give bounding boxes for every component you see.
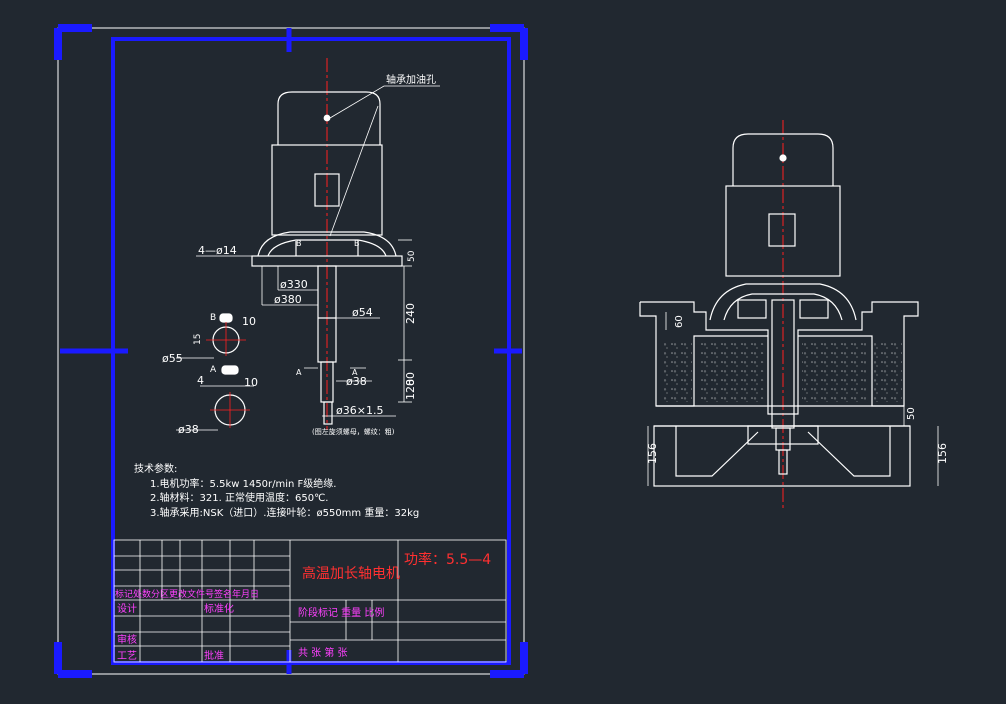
d38-small-label: ø38 <box>178 423 199 436</box>
motor-annotations: 轴承加油孔 4—ø14 ø330 ø380 ø54 ø38 ø36×1.5 B … <box>198 73 436 436</box>
approve-label: 批准 <box>204 649 224 662</box>
d330-label: ø330 <box>280 278 308 291</box>
section-labels: B 10 15 ø55 A 4 10 ø38 <box>162 313 258 436</box>
sheet-border <box>54 24 528 678</box>
process-label: 工艺 <box>117 650 137 662</box>
note-small: (图左旋须螺母，螺纹：粗) <box>312 427 395 436</box>
d36-label: ø36×1.5 <box>336 404 383 417</box>
tech-line-2: 2.轴材料：321. 正常使用温度：650℃. <box>150 491 328 504</box>
section-views <box>176 313 254 431</box>
installation-view <box>639 120 939 508</box>
section-a-small: A <box>210 365 217 375</box>
designer-label: 设计 <box>117 602 137 615</box>
oil-hole-label: 轴承加油孔 <box>386 73 436 86</box>
right-dim-50: 50 <box>906 407 917 420</box>
dim-80: 80 <box>404 372 417 386</box>
section-b-1: B <box>296 239 302 248</box>
motor-dimension-lines <box>196 85 440 417</box>
dim-15: 15 <box>193 334 203 345</box>
section-a-1: A <box>296 368 302 377</box>
stage-columns: 阶段标记 重量 比例 <box>298 606 384 619</box>
section-a-2: A <box>352 368 358 377</box>
revision-header: 标记处数分区更改文件号签名年月日 <box>115 588 259 600</box>
dim-240: 240 <box>404 303 417 324</box>
title-block-text: 高温加长轴电机 功率：5.5—4 标记处数分区更改文件号签名年月日 设计 标准化… <box>115 551 491 662</box>
tech-line-3: 3.轴承采用:NSK（进口）.连接叶轮：ø550mm 重量：32kg <box>150 506 419 519</box>
tech-heading: 技术参数: <box>134 462 177 475</box>
d380-label: ø380 <box>274 293 302 306</box>
d54-label: ø54 <box>352 306 373 319</box>
d38-label: ø38 <box>346 375 367 388</box>
drawing-power: 功率：5.5—4 <box>404 551 491 568</box>
standard-label: 标准化 <box>204 602 234 615</box>
concrete-fill <box>664 340 902 402</box>
installation-labels: 60 50 156 156 <box>646 315 949 464</box>
reviewer-label: 审核 <box>117 633 137 646</box>
section-b-small: B <box>210 313 216 323</box>
holes-label: 4—ø14 <box>198 244 237 257</box>
title-block-grid <box>113 539 507 663</box>
dim-4: 4 <box>197 374 204 387</box>
dim-120: 120 <box>404 379 417 400</box>
dim-10a: 10 <box>242 315 256 328</box>
sheet-count: 共 张 第 张 <box>298 646 348 659</box>
right-dim-156-left: 156 <box>646 443 659 464</box>
right-dim-156-right: 156 <box>936 443 949 464</box>
motor-front-view <box>251 58 403 430</box>
right-dim-60: 60 <box>674 315 685 328</box>
dim-10b: 10 <box>244 376 258 389</box>
tech-parameters: 技术参数: 1.电机功率：5.5kw 1450r/min F级绝缘. 2.轴材料… <box>134 462 419 519</box>
d55-label: ø55 <box>162 352 183 365</box>
tech-line-1: 1.电机功率：5.5kw 1450r/min F级绝缘. <box>150 477 337 490</box>
dim-50-top: 50 <box>407 250 417 262</box>
section-b-2: B <box>354 239 360 248</box>
drawing-name: 高温加长轴电机 <box>302 565 400 582</box>
